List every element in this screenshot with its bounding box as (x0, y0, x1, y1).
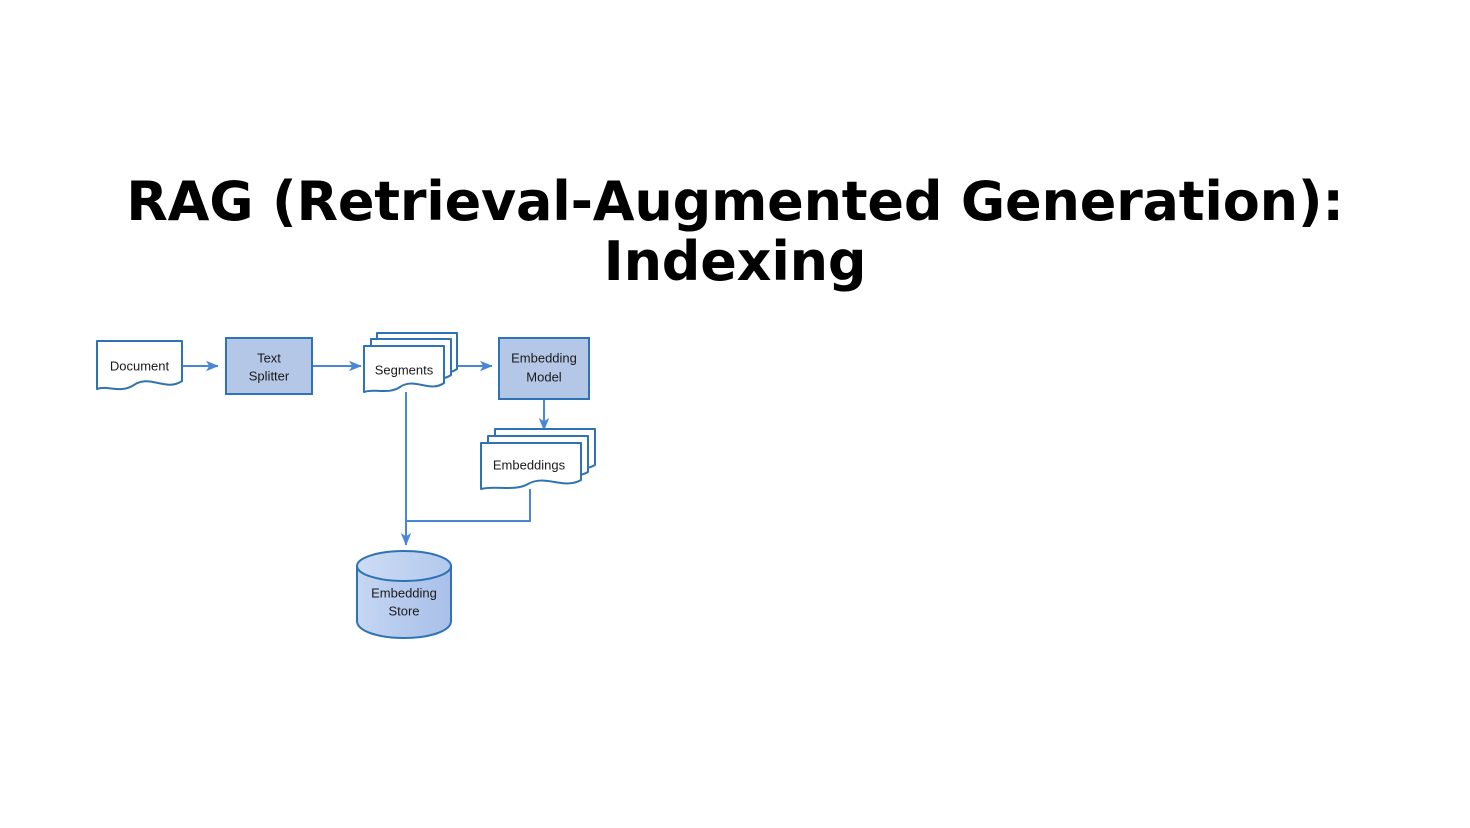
node-embedding-model-label-line-2: Model (526, 369, 562, 384)
node-segments[interactable]: Segments (363, 332, 458, 393)
node-embedding-store-label-line-1: Embedding (371, 585, 437, 600)
page-title-line-2: Indexing (603, 230, 867, 294)
node-text-splitter-label-line-1: Text (257, 350, 281, 365)
node-embeddings[interactable]: Embeddings (480, 428, 596, 490)
node-text-splitter-label-line-2: Splitter (249, 368, 290, 383)
node-document-label: Document (110, 358, 170, 373)
page-title: RAG (Retrieval-Augmented Generation): In… (110, 170, 1360, 294)
node-embeddings-label: Embeddings (493, 457, 566, 472)
node-text-splitter[interactable]: Text Splitter (225, 337, 313, 395)
page-title-line-1: RAG (Retrieval-Augmented Generation): (126, 170, 1344, 233)
node-embedding-model-label-line-1: Embedding (511, 350, 577, 365)
node-embedding-store-label-line-2: Store (388, 603, 419, 618)
edge-embeddings-to-embedding-store (406, 489, 531, 522)
node-segments-label: Segments (375, 362, 434, 377)
node-document[interactable]: Document (96, 340, 183, 391)
node-embedding-store[interactable]: Embedding Store (356, 550, 452, 640)
node-embedding-model[interactable]: Embedding Model (498, 337, 590, 400)
